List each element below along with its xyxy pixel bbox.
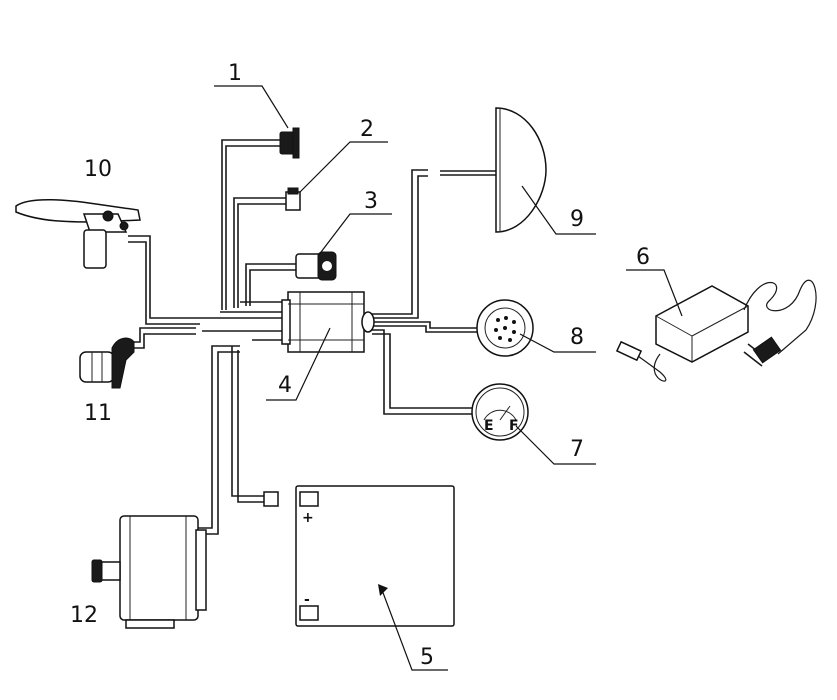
callout-1: 1 [228,61,242,86]
callout-2: 2 [360,117,374,142]
key-switch [279,127,300,159]
callout-10: 10 [84,157,112,182]
callout-7: 7 [570,437,584,462]
callout-labels: 1 2 3 4 5 6 7 8 9 10 11 12 [70,61,650,670]
callout-12: 12 [70,603,98,628]
throttle-grip [79,337,135,389]
horn [476,299,534,357]
gauge-full-mark: F [509,418,519,434]
battery-gauge: E F [471,383,529,441]
battery-positive-symbol: + [302,510,314,526]
charging-port [295,251,337,281]
battery-negative-symbol: - [304,592,310,608]
callout-8: 8 [570,325,584,350]
battery: + - [263,485,455,627]
callout-3: 3 [364,189,378,214]
callout-9: 9 [570,207,584,232]
wiring-harness [128,139,496,535]
callout-6: 6 [636,245,650,270]
callout-4: 4 [278,373,292,398]
brake-lever [15,199,141,269]
headlight [495,107,547,233]
gauge-empty-mark: E [484,418,494,434]
controller [281,291,375,353]
rocker-switch [285,187,301,211]
callout-11: 11 [84,401,112,426]
motor [91,515,207,629]
callout-5: 5 [420,645,434,670]
battery-charger [615,279,817,382]
